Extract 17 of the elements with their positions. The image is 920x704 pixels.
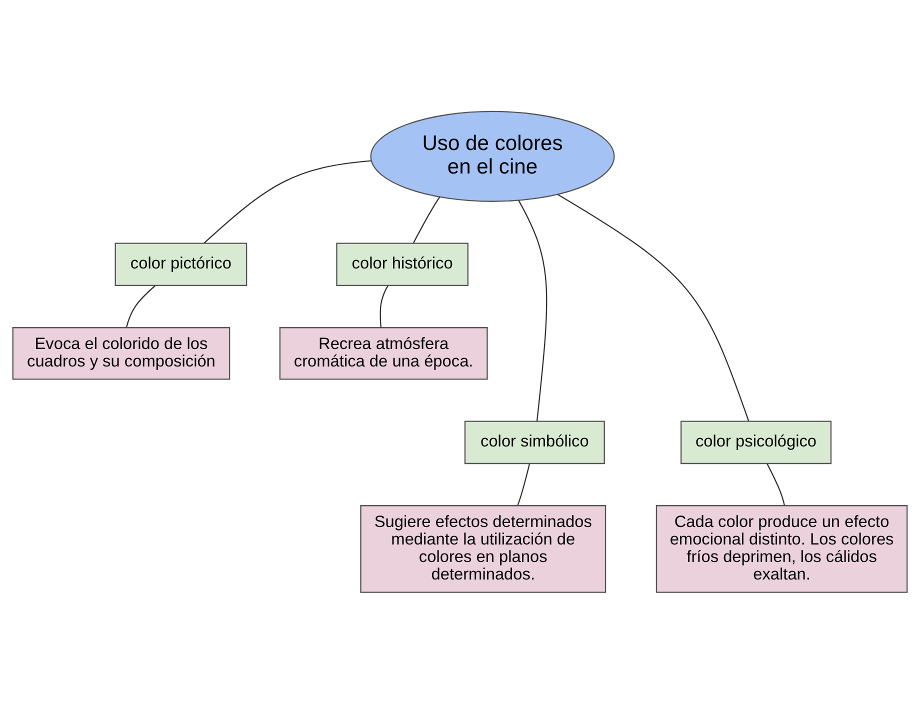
connector [204, 160, 372, 244]
node-box: color pictórico [114, 242, 248, 286]
connector [380, 286, 388, 328]
connector [126, 285, 156, 328]
connector [766, 463, 786, 506]
node-box: Sugiere efectos determinados mediante la utilización de colores en planos determinados. [360, 505, 606, 593]
node-box: color psicológico [680, 420, 832, 464]
node-ellipse: Uso de colores en el cine [370, 110, 615, 202]
node-box: Cada color produce un efecto emocional distinto. Los colores fríos deprimen, los cálidos exaltan. [656, 505, 908, 593]
node-box: Evoca el colorido de los cuadros y su composición [12, 327, 230, 380]
node-box: color histórico [336, 242, 468, 286]
connector [412, 196, 440, 244]
node-box: color simbólico [464, 420, 605, 464]
node-box: Recrea atmósfera cromática de una época. [279, 327, 488, 380]
connector [518, 200, 548, 422]
connector [517, 463, 530, 506]
connector [557, 194, 750, 422]
